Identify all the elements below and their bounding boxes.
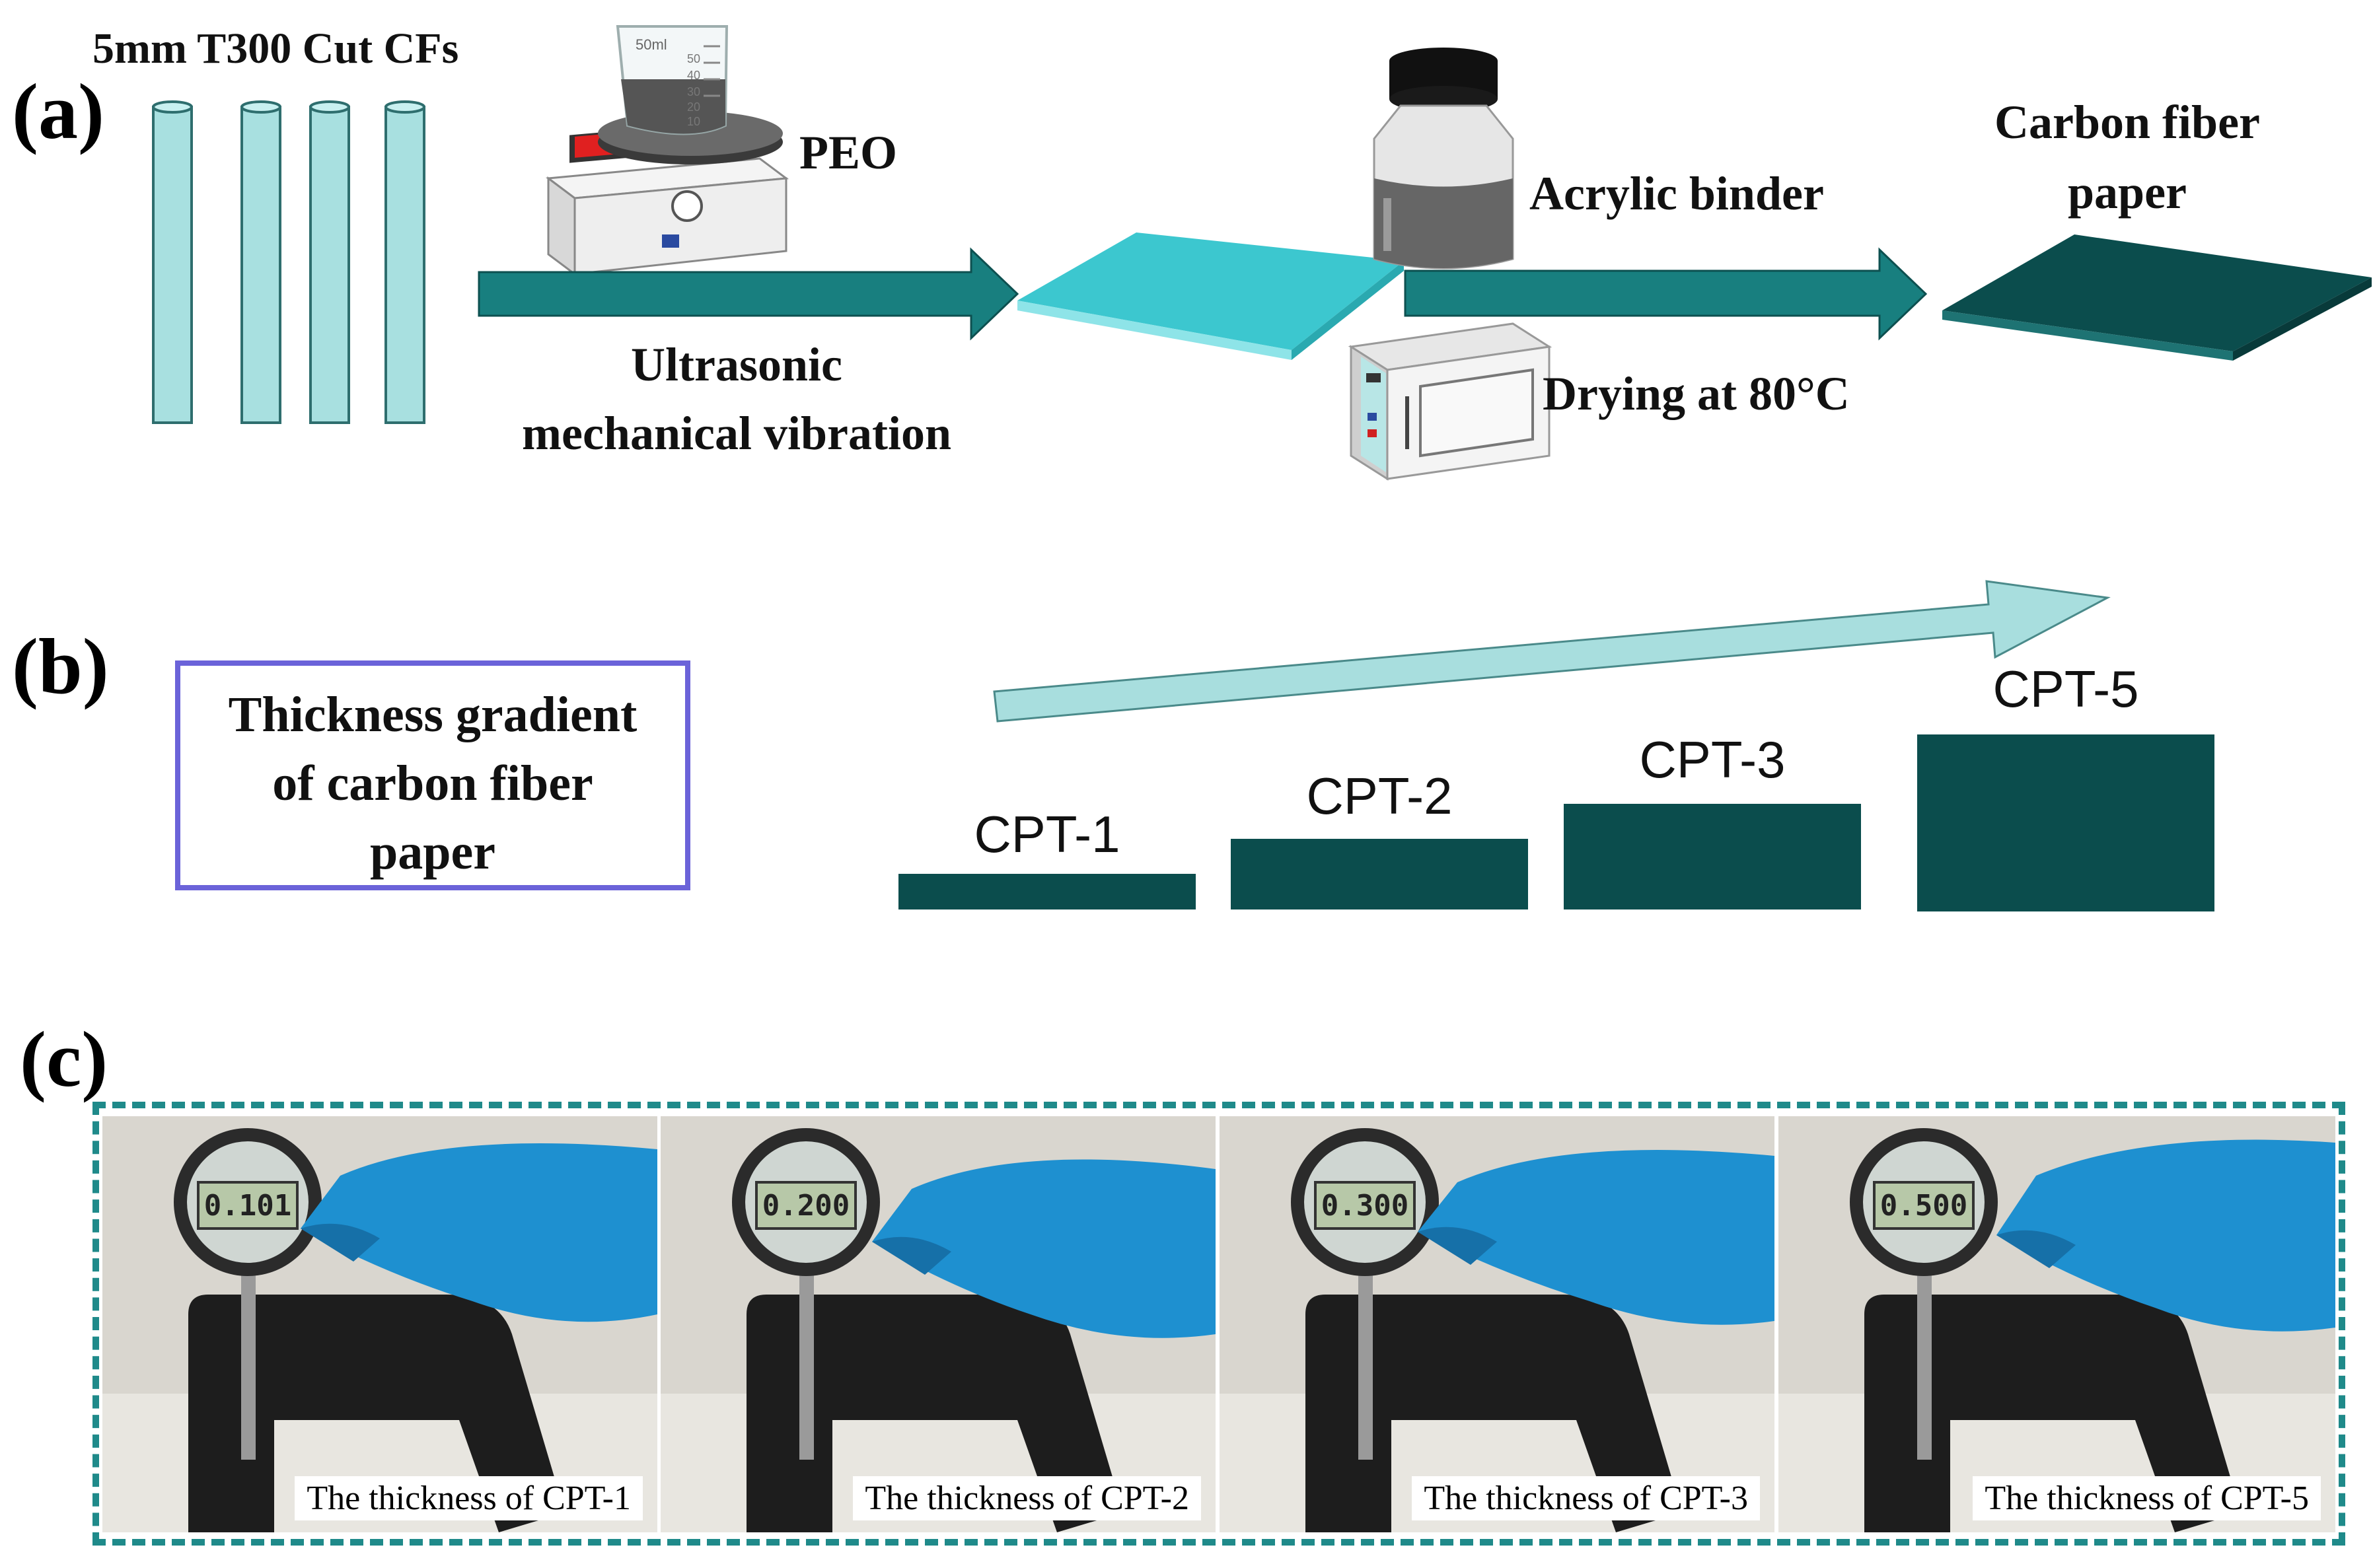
box-text-line: Thickness gradient bbox=[228, 687, 638, 742]
magnetic-stirrer-icon: 50ml 50 40 30 20 10 bbox=[545, 25, 789, 276]
panel-label-a: (a) bbox=[12, 67, 104, 155]
micrometer-reading: 0.300 bbox=[1321, 1189, 1408, 1223]
beaker-tick: 40 bbox=[687, 69, 700, 82]
photo-caption: The thickness of CPT-5 bbox=[1973, 1476, 2321, 1520]
photo-frame bbox=[92, 1102, 2345, 1546]
beaker-tick: 10 bbox=[687, 115, 700, 128]
process-label-line: mechanical vibration bbox=[522, 407, 951, 460]
micrometer-reading: 0.500 bbox=[1880, 1189, 1967, 1223]
beaker-volume-mark: 50ml bbox=[636, 36, 667, 53]
panel-a-graphics: 50ml 50 40 30 20 10 bbox=[152, 25, 2372, 481]
drying-oven-icon bbox=[1348, 322, 1552, 481]
box-text-line: of carbon fiber bbox=[272, 756, 593, 811]
product-label: Carbon fiber paper bbox=[1955, 87, 2299, 227]
sample-label: CPT-2 bbox=[1306, 767, 1453, 825]
binder-bottle-icon bbox=[1373, 48, 1514, 269]
sample-bar-cpt-2 bbox=[1231, 839, 1528, 909]
panel-label-b: (b) bbox=[12, 622, 109, 710]
process-label-line: Ultrasonic bbox=[631, 338, 842, 391]
binder-label: Acrylic binder bbox=[1529, 167, 1824, 220]
sample-label: CPT-5 bbox=[1992, 660, 2139, 718]
product-label-line: paper bbox=[2068, 166, 2187, 219]
thickness-photo: 0.101 The thickness of CPT-1 bbox=[102, 1116, 657, 1532]
micrometer-reading: 0.101 bbox=[204, 1189, 291, 1223]
sample-bar-cpt-5 bbox=[1917, 734, 2214, 911]
cut-fibers bbox=[152, 100, 425, 424]
wet-sheet-icon bbox=[1017, 232, 1404, 360]
beaker-tick: 30 bbox=[687, 85, 700, 98]
thickness-gradient-box: Thickness gradient of carbon fiber paper bbox=[175, 660, 690, 890]
photo-caption: The thickness of CPT-3 bbox=[1412, 1476, 1760, 1520]
box-text-line: paper bbox=[370, 824, 495, 880]
drying-label: Drying at 80°C bbox=[1543, 367, 1850, 420]
dispersant-label: PEO bbox=[799, 126, 898, 179]
fiber-tube bbox=[240, 100, 281, 424]
sample-label: CPT-1 bbox=[974, 805, 1120, 863]
process-label: Ultrasonic mechanical vibration bbox=[462, 330, 1011, 468]
sample-bar-cpt-3 bbox=[1564, 804, 1861, 909]
thickness-gradient-arrow bbox=[993, 580, 2111, 723]
sample-label: CPT-3 bbox=[1639, 731, 1786, 789]
product-label-line: Carbon fiber bbox=[1994, 96, 2260, 149]
fiber-tube bbox=[309, 100, 350, 424]
panel-label-c: (c) bbox=[20, 1015, 108, 1103]
photo-caption: The thickness of CPT-2 bbox=[853, 1476, 1201, 1520]
process-arrow bbox=[1404, 247, 1928, 341]
process-arrow bbox=[478, 247, 1019, 341]
sample-bar-cpt-1 bbox=[898, 874, 1196, 909]
fiber-tube bbox=[152, 100, 193, 424]
carbon-paper-icon bbox=[1942, 234, 2372, 361]
thickness-photo: 0.200 The thickness of CPT-2 bbox=[661, 1116, 1216, 1532]
beaker-tick: 20 bbox=[687, 100, 700, 114]
beaker-tick: 50 bbox=[687, 52, 700, 65]
fiber-tube bbox=[384, 100, 425, 424]
micrometer-reading: 0.200 bbox=[762, 1189, 850, 1223]
thickness-photo: 0.300 The thickness of CPT-3 bbox=[1220, 1116, 1774, 1532]
panel-b-graphics bbox=[898, 580, 2214, 911]
thickness-photo: 0.500 The thickness of CPT-5 bbox=[1778, 1116, 2335, 1532]
photo-caption: The thickness of CPT-1 bbox=[295, 1476, 643, 1520]
fibers-label: 5mm T300 Cut CFs bbox=[92, 24, 459, 73]
